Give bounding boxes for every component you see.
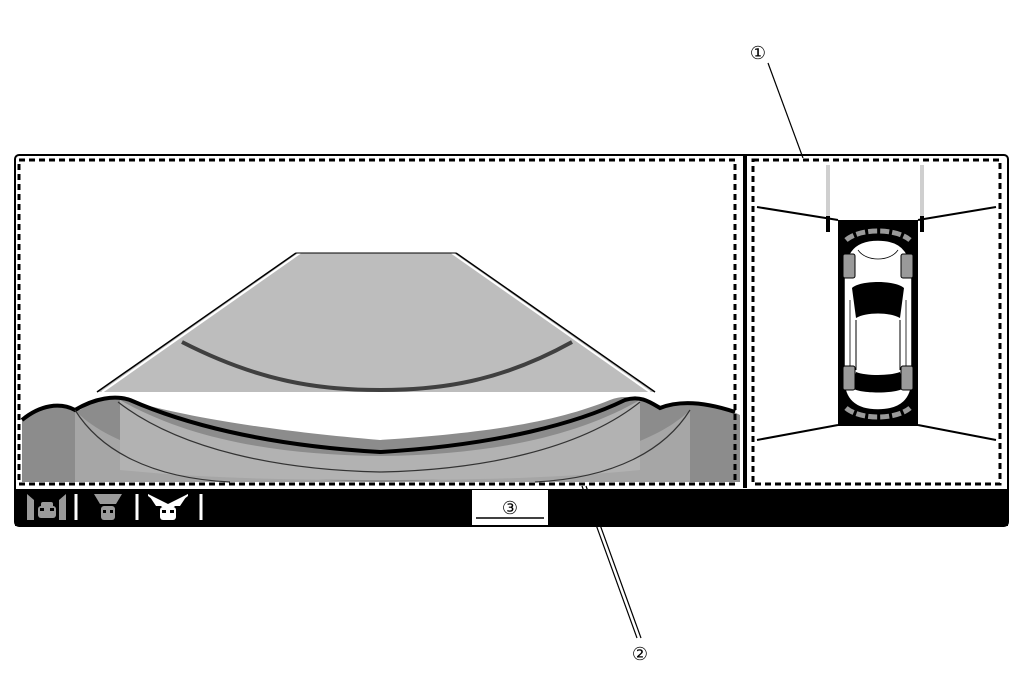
car-rear-narrow-icon (94, 494, 122, 520)
top-view (751, 158, 1002, 486)
top-guide-left-upper (756, 206, 839, 221)
top-guide-left-lower (756, 424, 839, 441)
car-top-spread-icon (148, 494, 188, 520)
guide-right-line-inner (451, 252, 651, 393)
view-toolbar: ③ (15, 489, 1008, 526)
ground-curve-outer (74, 409, 691, 483)
ground-edge-line (20, 395, 736, 455)
ground-inner (120, 400, 640, 480)
distance-guide-arc (181, 340, 573, 393)
guide-left-line (96, 252, 297, 393)
top-view-dashed-region (751, 158, 1002, 486)
guide-right-line (455, 252, 656, 393)
top-guide-right-upper (917, 206, 997, 221)
guide-left-line-inner (101, 252, 301, 393)
callout-2-leader-a (581, 485, 638, 639)
camera-view (17, 158, 740, 486)
guide-area (97, 253, 655, 392)
callout-1-leader (767, 62, 804, 159)
view-mode-wide-button[interactable] (27, 494, 66, 520)
view-mode-top-button[interactable] (148, 494, 188, 520)
callout-1: ① (750, 43, 804, 159)
car-between-barriers-icon (27, 494, 66, 520)
callout-1-label: ① (750, 43, 766, 64)
view-mode-rear-button[interactable] (94, 494, 122, 520)
ground-curve-inner (117, 401, 641, 473)
vehicle-icon (838, 239, 918, 411)
callout-2-leader-b (585, 485, 642, 639)
ground-mid (75, 410, 690, 482)
callout-3-box (472, 490, 548, 525)
callout-2: ② (581, 485, 648, 665)
top-guide-right-lower (917, 424, 997, 441)
callout-3-label: ③ (502, 498, 518, 519)
front-sensor-arc (844, 228, 912, 243)
rear-sensor-arc (844, 405, 912, 420)
callout-2-label: ② (632, 644, 648, 665)
